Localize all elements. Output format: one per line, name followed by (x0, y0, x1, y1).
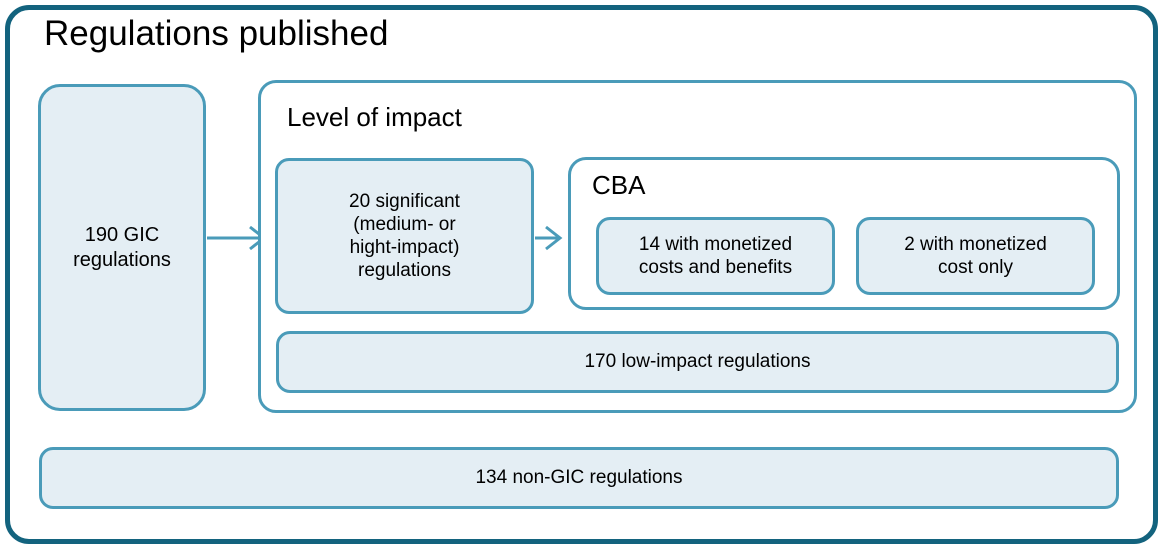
node-monetized-costs-and-benefits-line1: 14 with monetized (638, 233, 793, 255)
node-monetized-costs-and-benefits-text: 14 with monetized costs and benefits (639, 233, 792, 279)
node-gic-regulations: 190 GIC regulations (38, 84, 206, 411)
node-significant-regulations: 20 significant (medium- or hight-impact)… (275, 158, 534, 314)
node-monetized-cost-only-text: 2 with monetized cost only (904, 233, 1047, 279)
node-significant-regulations-line1: 20 significant (349, 190, 460, 212)
node-low-impact-regulations-label: 170 low-impact regulations (584, 351, 811, 373)
node-significant-regulations-text: 20 significant (medium- or hight-impact)… (349, 190, 460, 283)
node-significant-regulations-line4: regulations (358, 260, 451, 282)
node-significant-regulations-line2: (medium- or (353, 213, 456, 235)
node-monetized-cost-only-line1: 2 with monetized (904, 233, 1047, 255)
group-level-of-impact-title: Level of impact (287, 102, 462, 132)
node-gic-regulations-line2: regulations (73, 248, 171, 271)
node-monetized-costs-and-benefits-line2: costs and benefits (638, 257, 793, 278)
group-cba-title: CBA (592, 170, 646, 200)
node-significant-regulations-line3: hight-impact) (349, 237, 460, 258)
node-non-gic-regulations-label: 134 non-GIC regulations (475, 467, 683, 489)
node-low-impact-regulations: 170 low-impact regulations (276, 331, 1119, 393)
node-monetized-costs-and-benefits: 14 with monetized costs and benefits (596, 217, 835, 295)
node-monetized-cost-only-line2: cost only (938, 257, 1013, 278)
diagram-title: Regulations published (44, 14, 389, 53)
node-gic-regulations-line1: 190 GIC (84, 224, 160, 247)
node-non-gic-regulations: 134 non-GIC regulations (39, 447, 1119, 509)
node-gic-regulations-text: 190 GIC regulations (73, 223, 171, 272)
node-monetized-cost-only: 2 with monetized cost only (856, 217, 1095, 295)
